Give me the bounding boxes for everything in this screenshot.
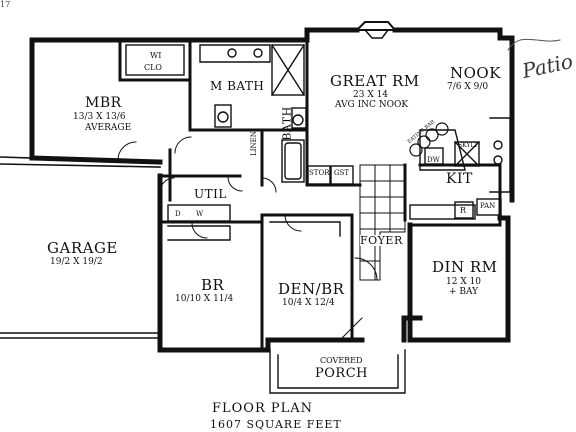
- room-linen-name: LINEN: [249, 131, 258, 156]
- fixture-gst: GST: [334, 169, 350, 177]
- fireplace-shape: [363, 28, 390, 39]
- room-din-rm-name: DIN RM: [432, 258, 498, 276]
- room-mbr-note: AVERAGE: [85, 123, 132, 133]
- room-kit-name: KIT: [446, 171, 473, 187]
- room-wi-clo-line2: CLO: [144, 63, 162, 72]
- room-den-br-name: DEN/BR: [278, 280, 345, 298]
- room-din-rm-note: + BAY: [449, 287, 479, 297]
- room-great-rm-dims: 23 X 14: [353, 90, 389, 100]
- caption-title: FLOOR PLAN: [212, 401, 314, 416]
- casework: [125, 44, 511, 241]
- room-great-rm-name: GREAT RM: [330, 72, 420, 90]
- porch-outline: [269, 349, 406, 394]
- room-br-dims: 10/10 X 11/4: [175, 294, 234, 304]
- room-great-rm-note: AVG INC NOOK: [335, 100, 409, 110]
- caption-subtitle: 1607 SQUARE FEET: [210, 418, 342, 431]
- fixture-stor: STOR: [309, 169, 330, 177]
- room-nook-name: NOOK: [450, 64, 501, 82]
- room-wi-clo-line1: WI: [150, 51, 162, 60]
- room-mbr-name: MBR: [85, 95, 122, 111]
- fixture-dw: DW: [427, 156, 440, 164]
- room-nook-dims: 7/6 X 9/0: [447, 82, 489, 92]
- room-mbr-dims: 13/3 X 13/6: [73, 112, 126, 122]
- fixture-r: R: [460, 206, 467, 215]
- room-bath-name: BATH: [280, 106, 294, 141]
- bar-stools: [409, 122, 449, 157]
- foyer-tile: [359, 164, 406, 281]
- room-den-br-dims: 10/4 X 12/4: [282, 298, 335, 308]
- fixture-d: D: [175, 210, 181, 218]
- chimney-shape: [354, 21, 398, 31]
- room-m-bath-name: M BATH: [210, 79, 265, 93]
- fixture-skylight: SKYLT: [458, 142, 478, 149]
- garage-walls: [0, 156, 161, 339]
- porch-line2: PORCH: [315, 366, 368, 381]
- door-swings: [117, 136, 378, 341]
- exterior-walls: [29, 27, 515, 353]
- room-din-rm-dims: 12 X 10: [446, 277, 482, 287]
- corner-mark: 17: [0, 0, 11, 9]
- room-foyer-name: FOYER: [360, 234, 403, 247]
- fixture-pan: PAN: [480, 202, 496, 210]
- room-garage-dims: 19/2 X 19/2: [50, 257, 103, 267]
- room-garage-name: GARAGE: [47, 239, 118, 257]
- room-br-name: BR: [201, 276, 225, 294]
- porch-line1: COVERED: [320, 356, 363, 365]
- room-util-name: UTIL: [194, 187, 227, 201]
- patio-mark: [507, 38, 561, 51]
- fixture-w: W: [196, 210, 204, 218]
